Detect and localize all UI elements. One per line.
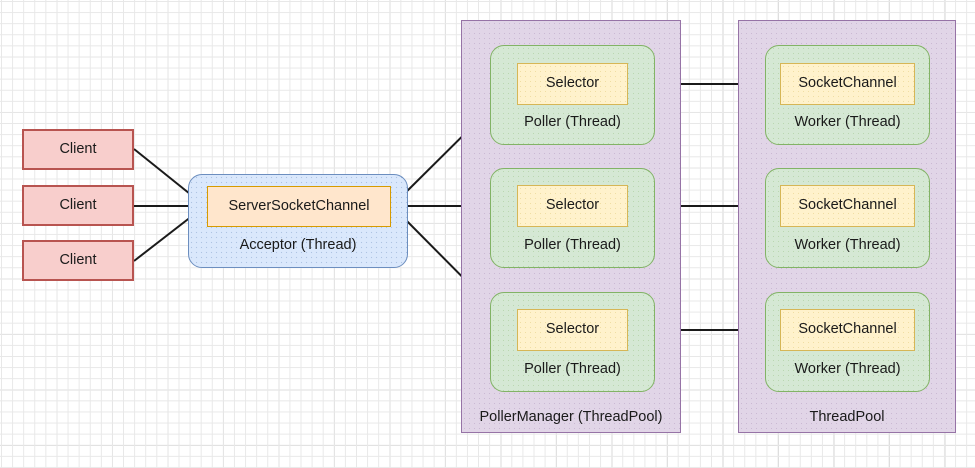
- socketchannel-box-2[interactable]: SocketChannel: [780, 185, 915, 227]
- client-label-1: Client: [59, 140, 97, 157]
- socketchannel-label-1: SocketChannel: [798, 75, 897, 92]
- socketchannel-box-3[interactable]: SocketChannel: [780, 309, 915, 351]
- selector-box-1[interactable]: Selector: [517, 63, 628, 105]
- poller-thread-label-3: Poller (Thread): [524, 361, 621, 377]
- selector-label-3: Selector: [545, 321, 600, 338]
- worker-thread-label-3: Worker (Thread): [794, 361, 901, 377]
- selector-box-2[interactable]: Selector: [517, 185, 628, 227]
- selector-label-1: Selector: [545, 75, 600, 92]
- socketchannel-box-1[interactable]: SocketChannel: [780, 63, 915, 105]
- socketchannel-label-2: SocketChannel: [798, 197, 897, 214]
- serversocketchannel-label: ServerSocketChannel: [228, 197, 370, 214]
- client-box-3[interactable]: Client: [22, 240, 134, 281]
- client-box-1[interactable]: Client: [22, 129, 134, 170]
- selector-label-2: Selector: [545, 197, 600, 214]
- serversocketchannel-box[interactable]: ServerSocketChannel: [207, 186, 391, 227]
- worker-thread-label-1: Worker (Thread): [794, 114, 901, 130]
- threadpool-label: ThreadPool: [809, 409, 885, 425]
- client-label-2: Client: [59, 196, 97, 213]
- socketchannel-label-3: SocketChannel: [798, 321, 897, 338]
- selector-box-3[interactable]: Selector: [517, 309, 628, 351]
- acceptor-thread-label: Acceptor (Thread): [239, 237, 357, 253]
- worker-thread-label-2: Worker (Thread): [794, 237, 901, 253]
- pollermanager-threadpool-label: PollerManager (ThreadPool): [479, 409, 663, 425]
- poller-thread-label-1: Poller (Thread): [524, 114, 621, 130]
- client-box-2[interactable]: Client: [22, 185, 134, 226]
- client-label-3: Client: [59, 251, 97, 268]
- poller-thread-label-2: Poller (Thread): [524, 237, 621, 253]
